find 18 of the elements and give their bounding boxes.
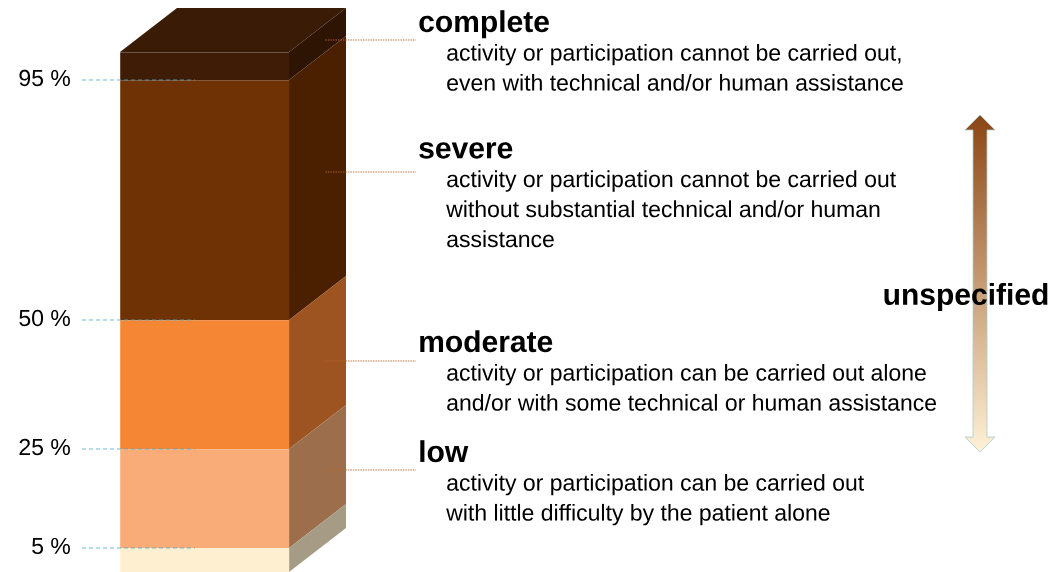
column-segment <box>120 8 346 81</box>
category-text: low activity or participation can be carried out with little difficulty by the patient alone <box>420 440 864 526</box>
leader-line <box>324 469 417 471</box>
column-segment <box>120 405 346 549</box>
percent-label: 25 % <box>19 438 70 456</box>
leader-line <box>324 39 417 41</box>
leader-line <box>324 360 417 362</box>
percent-label: 5 % <box>32 537 70 555</box>
scale-label: unspecified <box>884 283 1048 311</box>
percent-label: 50 % <box>19 309 70 327</box>
category-text: moderate activity or participation can be carried out alone and/or with some technical or human assistance <box>420 330 937 411</box>
leader-line <box>324 171 417 173</box>
column-segment <box>120 276 346 450</box>
category-text: complete activity or participation cannot be carried out, even with technical and/or human assistance <box>419 10 903 91</box>
column-segment <box>120 504 346 572</box>
category-text: severe activity or participation cannot be carried out without substantial technical and/or human assistance <box>419 142 896 248</box>
column-segment <box>120 36 346 321</box>
percent-label: 95 % <box>19 69 70 87</box>
